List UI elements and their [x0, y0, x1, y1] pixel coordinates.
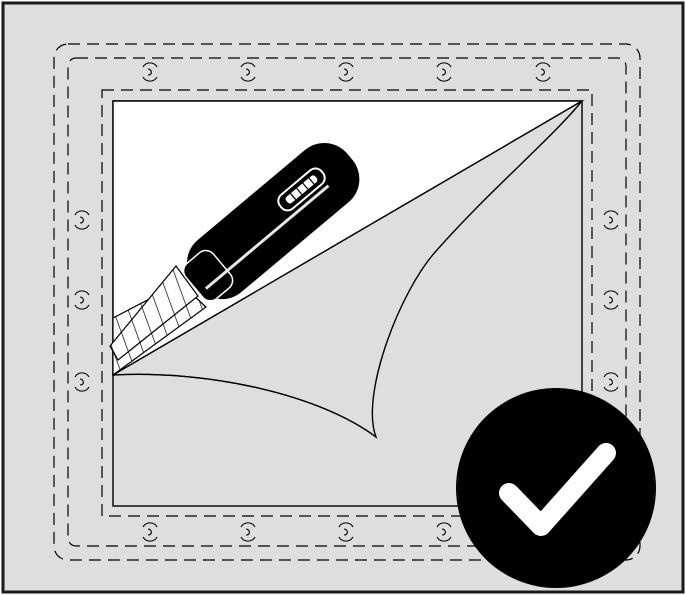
badge-circle [456, 388, 656, 588]
success-badge [456, 388, 656, 588]
